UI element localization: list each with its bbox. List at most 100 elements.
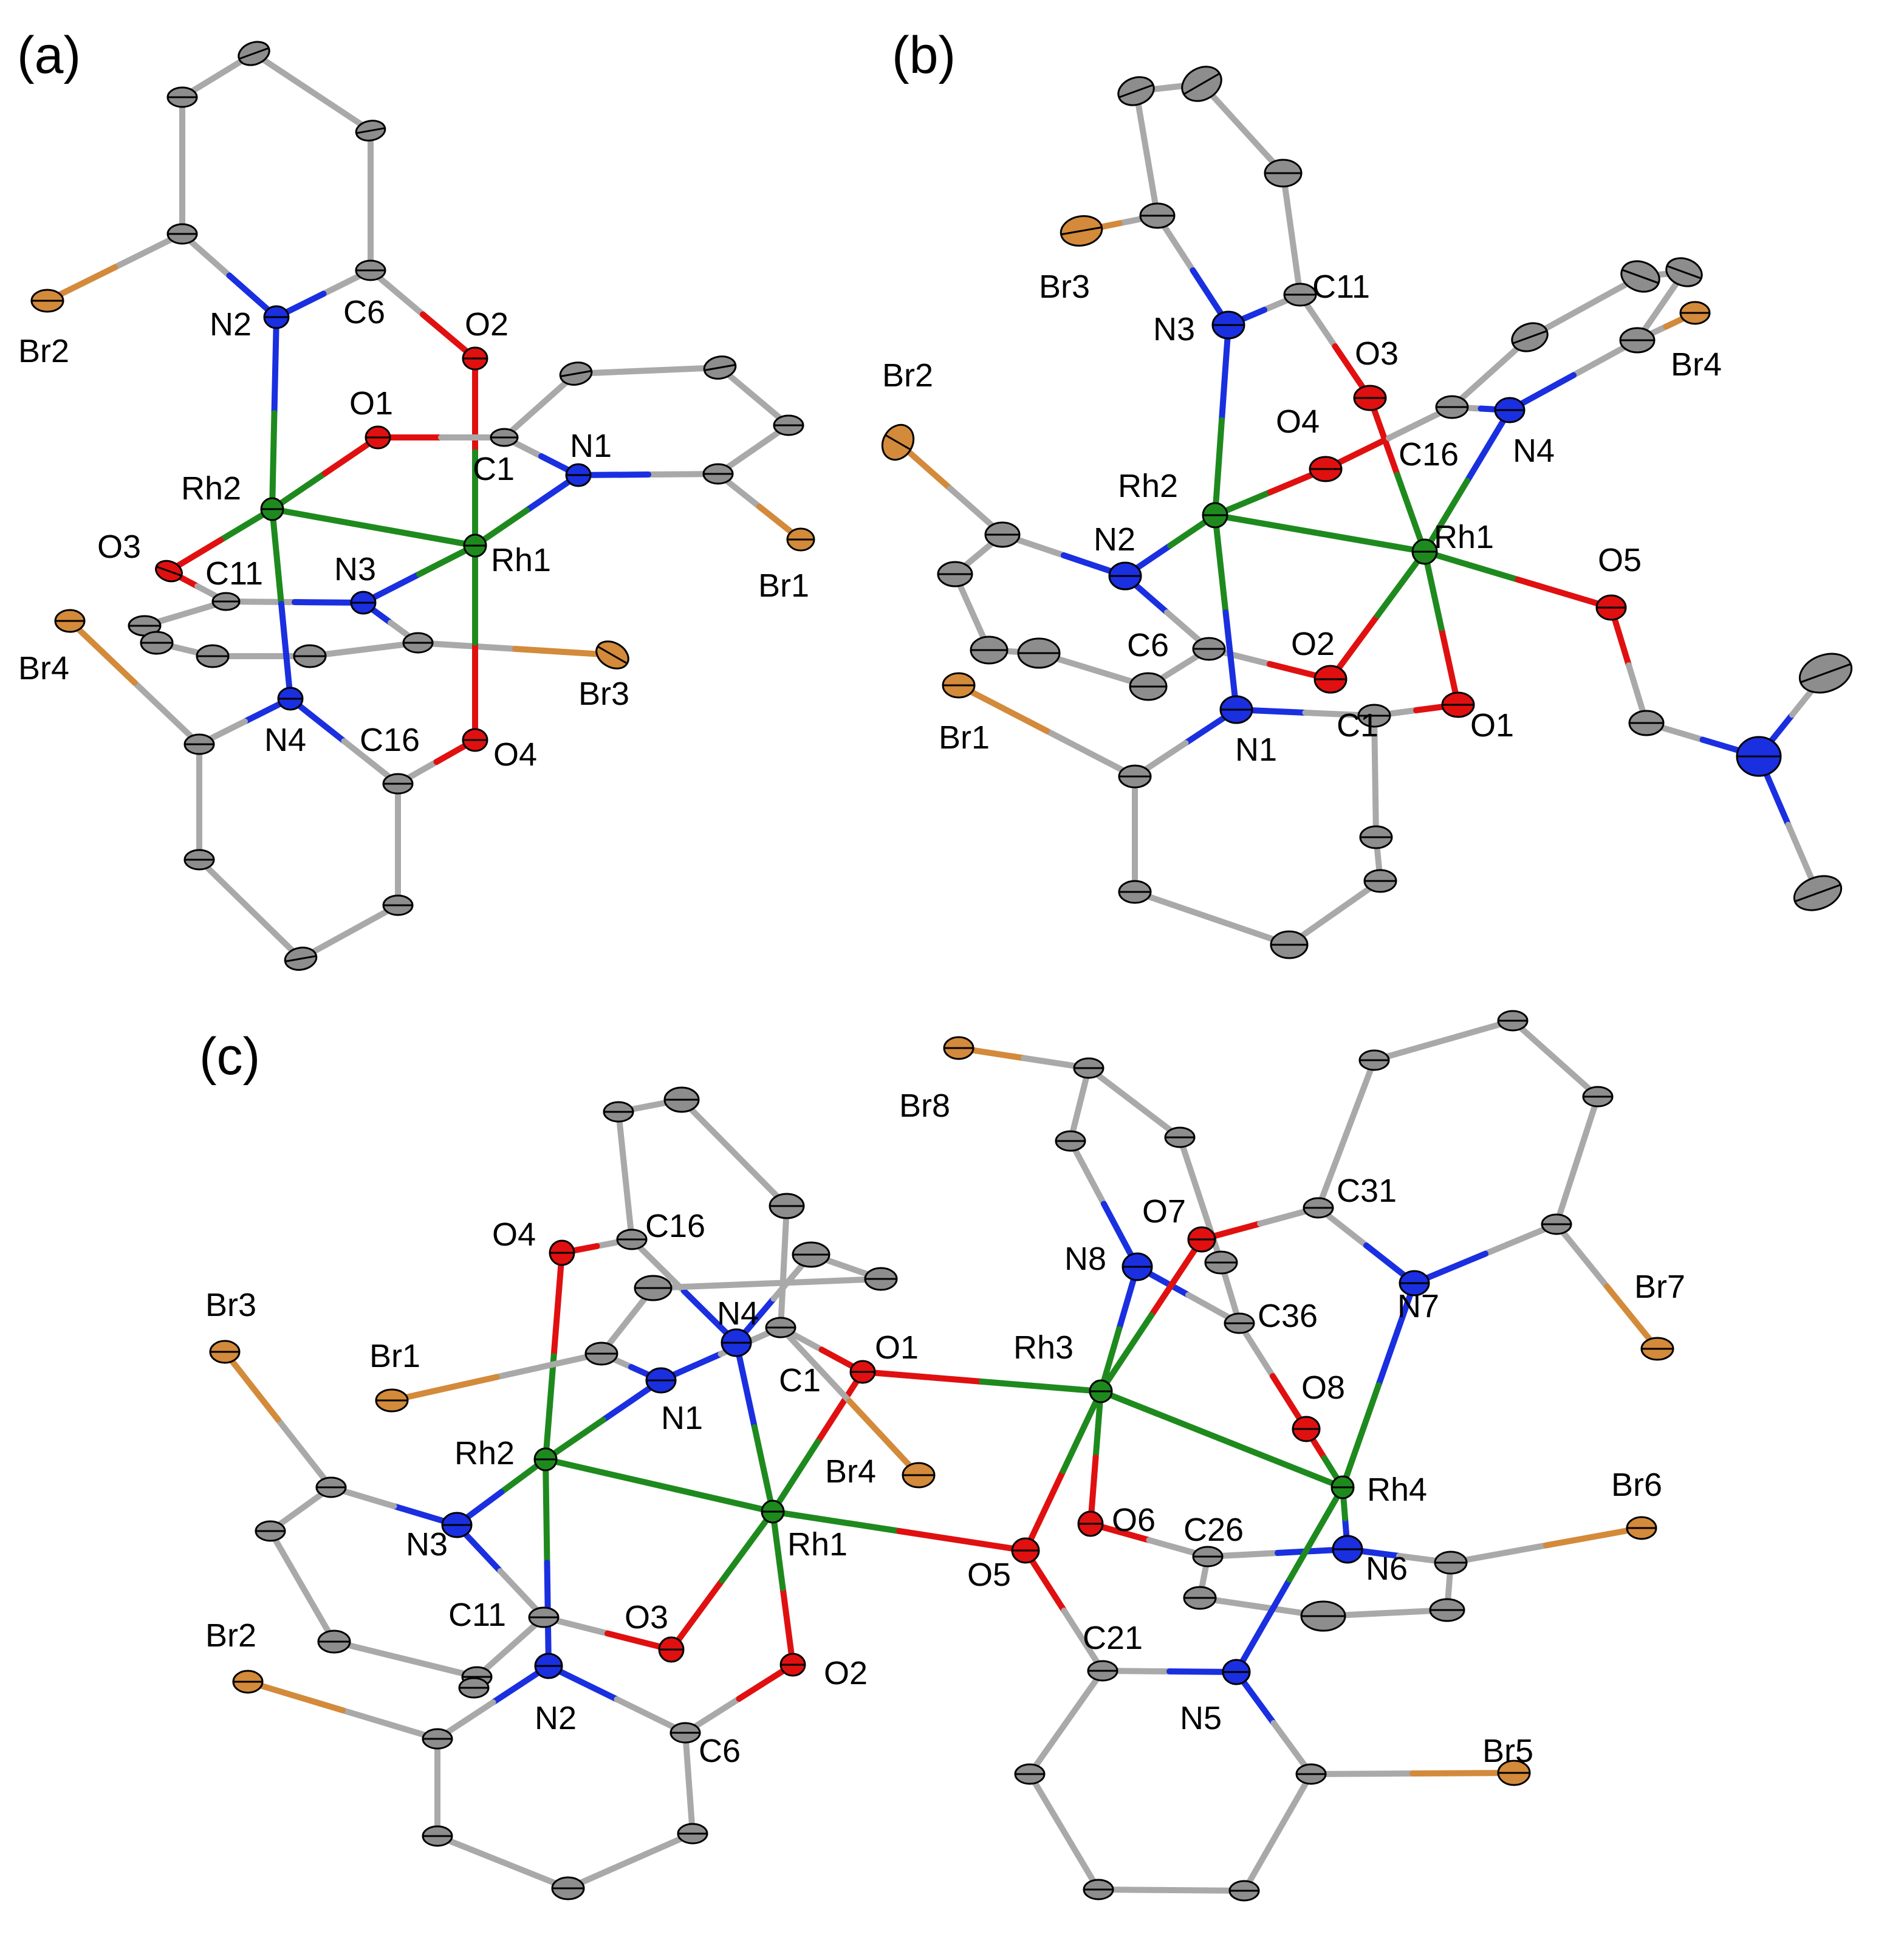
atom-b_c5 [1511,322,1549,352]
bond-c_O5-c_Rh3-half2 [1060,1388,1104,1474]
bond-c_Rh1-c_O5-half2 [896,1528,1029,1554]
atom-a_c8 [702,463,734,485]
bond-c_c19-c_c24-half1 [1177,1134,1204,1203]
atom-b_c21 [1793,875,1843,911]
atom-c_c3 [769,1193,805,1219]
label-b-C1: C1 [1337,707,1378,744]
atom-b_c6 [1620,260,1660,293]
atom-b_Br4 [1679,301,1711,325]
atom-c_c8 [315,1476,347,1498]
label-a-O2: O2 [465,306,509,343]
label-a-N1: N1 [570,428,612,464]
atom-b_Rh1 [1411,538,1438,565]
bond-c_c18-c_N8-half1 [1067,1138,1107,1207]
atom-c_c24 [1204,1250,1238,1275]
bond-c_O7-c_Rh3-half1 [1148,1236,1205,1318]
atom-c_c22 [1582,1086,1614,1108]
bond-c_Rh3-c_Rh4-half2 [1219,1436,1346,1490]
bond-c_O1-c_Rh1-half1 [815,1369,866,1445]
atom-c_Rh3 [1089,1379,1113,1403]
atom-c_C1 [765,1317,796,1338]
atom-c_c23 [1541,1213,1572,1235]
atom-principal-axis-a_Br3 [597,645,628,665]
atom-c_C26 [1192,1546,1224,1568]
label-b-Br1: Br1 [939,719,990,756]
atom-c_C21 [1087,1660,1118,1682]
atom-a_c5 [559,362,593,386]
bond-c_c23-c_Br7-half1 [1553,1221,1610,1290]
atom-c_Rh2 [533,1447,558,1472]
atom-a_c17 [284,947,318,971]
atom-b_c7 [1665,257,1703,287]
atom-b_c10 [937,561,973,588]
atom-c_c16 [551,1876,585,1900]
atom-a_Br4 [54,609,86,633]
label-c-O7: O7 [1142,1193,1186,1230]
label-a-O3: O3 [97,529,141,565]
bond-a_Rh2-a_Rh1-half1 [269,506,377,530]
label-a-Rh1: Rh1 [491,542,551,578]
atom-c_Br3 [209,1340,241,1364]
bond-c_Rh3-c_Rh4-half1 [1098,1388,1225,1442]
bond-c_N5-c_Rh4-half1 [1233,1577,1293,1675]
bond-b_N3-b_Rh2-half1 [1219,322,1231,423]
atom-c_Br7 [1640,1337,1674,1361]
label-c-N1: N1 [661,1400,703,1436]
panel-label-b: (b) [892,26,956,84]
atom-c_c12 [458,1677,490,1699]
label-c-Br1: Br1 [369,1338,420,1374]
panel-label-c: (c) [199,1027,260,1086]
bond-b_N4-b_Rh1-half1 [1464,407,1513,484]
bond-a_Rh2-a_N4-half1 [269,506,284,607]
atom-c_Rh4 [1330,1475,1355,1499]
bond-c_c13-c_Br2-half1 [340,1707,440,1742]
atom-principal-axis-b_c20 [1800,663,1851,684]
bond-b_c14-b_Br1-half1 [1044,728,1138,780]
atom-c_c7 [584,1342,618,1366]
bond-c_c25-c_Br6-half2 [1543,1525,1645,1549]
atom-c_N7 [1399,1270,1430,1297]
atom-b_c12 [1017,637,1061,669]
label-a-C1: C1 [473,451,515,487]
label-c-Br8: Br8 [899,1088,950,1124]
bond-c_N7-c_Rh4-half1 [1375,1280,1417,1388]
label-b-O3: O3 [1355,335,1399,372]
bond-c_c22-c_c23-half2 [1553,1157,1580,1227]
atom-a_N3 [350,591,377,615]
atom-b_c8 [1619,327,1656,354]
bond-a_c14-a_Br4-half1 [131,679,202,747]
atom-b_c19 [1628,710,1665,736]
atom-b_C16 [1435,395,1469,419]
label-c-Br4: Br4 [825,1453,876,1490]
atom-c_c5 [864,1267,898,1291]
label-a-O1: O1 [349,385,393,422]
atom-b_O3 [1353,385,1387,411]
atom-b_N1 [1219,695,1253,724]
label-c-Rh1: Rh1 [787,1526,848,1563]
atom-b_N3 [1211,310,1245,340]
atom-c_N8 [1122,1252,1153,1281]
bond-c_c8-c_Br3-half1 [275,1416,334,1490]
label-a-C11: C11 [205,555,263,592]
label-c-O5: O5 [967,1557,1011,1593]
label-c-C16: C16 [645,1208,705,1244]
atom-a_c2 [166,86,198,108]
atom-c_O7 [1187,1226,1216,1253]
atom-b_c20 [1798,653,1853,694]
bond-c_c2-c_C16-half1 [615,1109,628,1179]
atom-c_C36 [1224,1312,1255,1334]
atom-a_O2 [462,346,488,371]
atom-c_Br1 [375,1388,409,1413]
bond-b_Rh1-b_O5-half1 [1422,549,1521,583]
label-c-N6: N6 [1366,1551,1408,1587]
label-b-Rh1: Rh1 [1434,519,1494,555]
atom-a_c12 [196,644,230,668]
bond-c_Rh2-c_Rh1-half1 [543,1456,662,1489]
atom-c_c32 [1228,1880,1260,1902]
atom-c_c30 [1295,1763,1327,1785]
bond-c_C1-c_Br4-half1 [778,1324,853,1405]
bond-c_N4-c_Rh1-half2 [752,1424,776,1515]
bond-a_Rh2-a_Rh1-half2 [371,524,478,549]
atom-a_C6 [355,259,386,281]
label-b-C11: C11 [1312,269,1370,305]
